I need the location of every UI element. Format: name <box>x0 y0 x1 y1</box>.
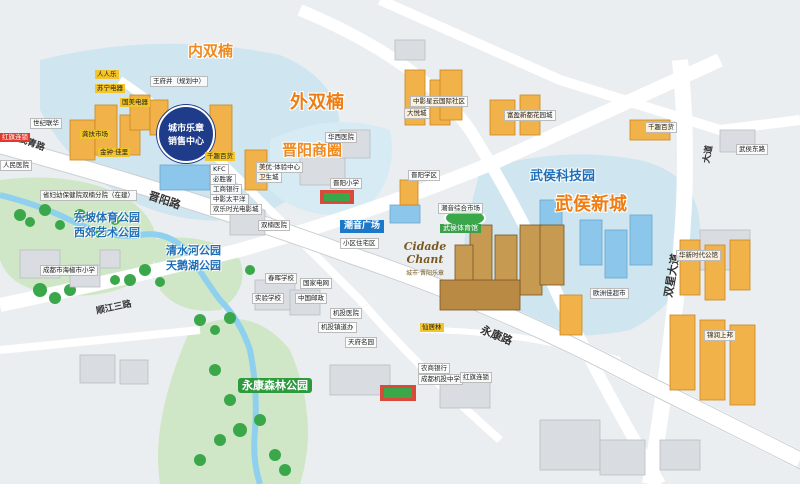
sales-center-line2: 销售中心 <box>167 137 204 147</box>
poi-shuangnan-hospital: 双楠医院 <box>258 220 290 231</box>
poi-chaoyin-market: 潮音综合市场 <box>438 203 483 214</box>
poi-cinema: 欢乐时光电影城 <box>210 204 262 215</box>
poi-chunhui: 春晖学校 <box>265 273 297 284</box>
poi-primary-west: 成都市海椒市小学 <box>40 265 98 276</box>
label-wuhou-new: 武侯新城 <box>555 194 627 215</box>
project-brand[interactable]: Cidade Chant 城市·晋阳乐章 <box>390 240 460 278</box>
project-towers <box>439 224 565 311</box>
poi-qianqu-jy: 千趣百货 <box>205 152 235 161</box>
poi-jitou-office: 机投镇道办 <box>318 322 357 333</box>
label-park-qingshui: 清水河公园 <box>166 244 221 257</box>
poi-qianqu: 千趣百货 <box>645 122 677 133</box>
poi-nongshang: 农商银行 <box>418 363 450 374</box>
poi-guomei: 国美电器 <box>120 98 150 107</box>
poi-residential: 小区住宅区 <box>340 238 379 249</box>
poi-post: 中国邮政 <box>295 293 327 304</box>
blue-buildings <box>159 164 653 279</box>
label-inner-ring: 内双楠 <box>188 42 234 60</box>
label-chaoyin-square: 潮音广场 <box>340 220 385 233</box>
poi-suning: 苏宁电器 <box>95 84 125 93</box>
poi-weisheng: 卫生城 <box>256 172 282 183</box>
poi-tianfu: 天府名园 <box>345 337 377 348</box>
poi-shishi: 世纪联华 <box>30 118 62 129</box>
poi-zhongying-community: 中影星云国际社区 <box>410 96 468 107</box>
label-park-yongkang: 永康森林公园 <box>238 378 312 393</box>
poi-jinyang-primary: 晋阳小学 <box>330 178 362 189</box>
poi-wuhou-gym: 武侯体育馆 <box>440 224 481 233</box>
label-park-tiane: 天鹅湖公园 <box>166 259 221 272</box>
label-jinyang-district: 晋阳商圈 <box>282 141 343 159</box>
poi-grid: 国家电网 <box>300 278 332 289</box>
poi-jitou-hospital: 机投医院 <box>330 308 362 319</box>
poi-dayue: 大悦城 <box>404 108 430 119</box>
poi-renmin: 人民医院 <box>0 160 32 171</box>
poi-zhongying: 中影太平洋 <box>210 194 249 205</box>
poi-gongfu: 龚扶市场 <box>80 130 110 139</box>
label-outer-ring: 外双楠 <box>290 92 344 113</box>
poi-renrenle: 人人乐 <box>95 70 119 79</box>
poi-meiyou: 美优·体验中心 <box>256 162 304 173</box>
poi-jitou-middle: 成都机投中学 <box>418 374 463 385</box>
trees <box>14 204 291 476</box>
sales-center-line1: 城市乐章 <box>167 124 204 134</box>
label-wuhou-tech: 武侯科技园 <box>530 169 596 184</box>
poi-bishengke: 必胜客 <box>210 174 236 185</box>
poi-wuhou-east: 武侯东路 <box>736 144 768 155</box>
brand-sub: 城市·晋阳乐章 <box>406 270 444 277</box>
poi-huaxi: 华西医院 <box>325 132 357 143</box>
poi-jingao: 金钟·佳里 <box>98 148 131 157</box>
poi-maternity: 省妇幼保健院双楠分院（在建） <box>40 190 137 201</box>
poi-xianju: 仙居林 <box>420 323 444 332</box>
poi-kfc: KFC <box>210 164 229 175</box>
label-park-xijiao: 西郊艺术公园 <box>74 226 140 239</box>
poi-huaxia: 富盈新都花园城 <box>504 110 556 121</box>
poi-icbc: 工商银行 <box>210 184 242 195</box>
poi-huanxin: 华新时代公馆 <box>676 250 721 261</box>
poi-shiyan: 实验学校 <box>252 293 284 304</box>
poi-ouzhou: 欧洲佳超市 <box>590 288 629 299</box>
label-park-dongpo: 东坡体育公园 <box>74 211 140 224</box>
poi-hongqi-2: 红旗连锁 <box>460 372 492 383</box>
poi-wangfujing: 王府井（规划中） <box>150 76 208 87</box>
brand-name: Cidade Chant <box>403 240 447 266</box>
poi-hongqi: 红旗连锁 <box>0 133 30 142</box>
poi-jinyang-school: 晋阳学区 <box>408 170 440 181</box>
poi-jinrun: 锦润上邦 <box>704 330 736 341</box>
